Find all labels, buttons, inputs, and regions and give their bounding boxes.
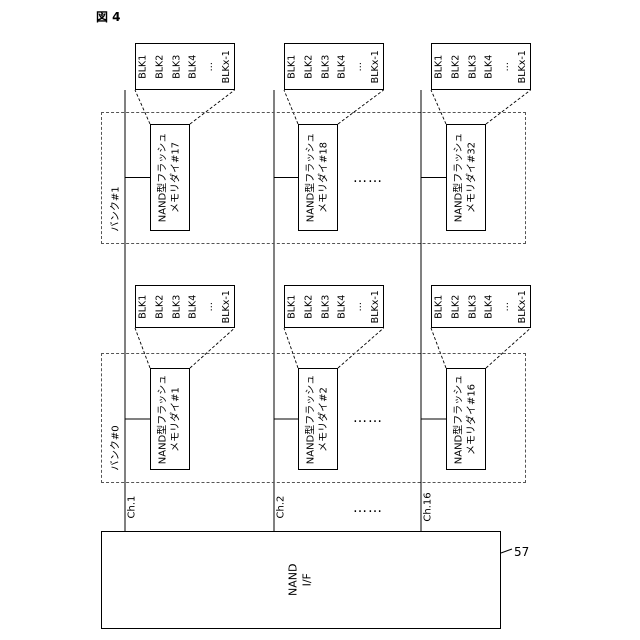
block-cell-blk2: BLK2 bbox=[304, 294, 314, 318]
nand-if-label-line2: I/F bbox=[300, 564, 314, 596]
die-label-line-2: メモリダイ#2 bbox=[318, 374, 331, 464]
die-label-line-1: NAND型フラッシュ bbox=[305, 133, 318, 223]
block-cell-blk1: BLK1 bbox=[139, 294, 149, 318]
block-cell-blk2: BLK2 bbox=[451, 294, 461, 318]
block-cell-blk4: BLK4 bbox=[484, 294, 494, 318]
block-cell-blk3: BLK3 bbox=[468, 54, 478, 78]
block-cell-blkx1: BLKx-1 bbox=[222, 50, 232, 83]
die-label-line-1: NAND型フラッシュ bbox=[305, 374, 318, 464]
block-cell-blkx1: BLKx-1 bbox=[371, 290, 381, 323]
block-cell-blk4: BLK4 bbox=[188, 54, 198, 78]
block-cell-blk1: BLK1 bbox=[288, 294, 298, 318]
block-cell-blk2: BLK2 bbox=[304, 54, 314, 78]
block-table-ch0-bank0 bbox=[135, 285, 235, 328]
die-label-ch0-bank0: NAND型フラッシュメモリダイ#1 bbox=[157, 374, 182, 464]
block-cell-blkx1: BLKx-1 bbox=[222, 290, 232, 323]
block-table-ch1-bank0 bbox=[284, 285, 384, 328]
die-label-ch1-bank1: NAND型フラッシュメモリダイ#18 bbox=[305, 133, 330, 223]
block-table-ch2-bank0 bbox=[431, 285, 531, 328]
block-cell-blk2: BLK2 bbox=[155, 294, 165, 318]
ellipsis-dots-2: …… bbox=[353, 500, 383, 516]
die-label-line-1: NAND型フラッシュ bbox=[157, 374, 170, 464]
block-table-ch2-bank1 bbox=[431, 43, 531, 90]
die-label-line-2: メモリダイ#18 bbox=[318, 133, 331, 223]
block-ellipsis: … bbox=[205, 62, 215, 72]
channel-label-2: Ch.2 bbox=[276, 496, 286, 519]
block-cell-blk3: BLK3 bbox=[172, 294, 182, 318]
reference-numeral: 57 bbox=[514, 545, 529, 559]
block-ellipsis: … bbox=[354, 302, 364, 312]
block-cell-blk4: BLK4 bbox=[337, 54, 347, 78]
block-cell-blk1: BLK1 bbox=[288, 54, 298, 78]
channel-label-3: Ch.16 bbox=[423, 492, 433, 521]
die-label-line-1: NAND型フラッシュ bbox=[157, 133, 170, 223]
channel-label-1: Ch.1 bbox=[127, 496, 137, 519]
bank-label-0: バンク#0 bbox=[111, 425, 121, 470]
block-cell-blk2: BLK2 bbox=[451, 54, 461, 78]
block-table-ch0-bank1 bbox=[135, 43, 235, 90]
block-cell-blk4: BLK4 bbox=[337, 294, 347, 318]
block-cell-blkx1: BLKx-1 bbox=[371, 50, 381, 83]
block-cell-blk4: BLK4 bbox=[188, 294, 198, 318]
die-label-line-2: メモリダイ#1 bbox=[170, 374, 183, 464]
reference-leader-line bbox=[501, 549, 512, 553]
block-ellipsis: … bbox=[501, 62, 511, 72]
ellipsis-dots-1: …… bbox=[353, 170, 383, 186]
block-ellipsis: … bbox=[501, 302, 511, 312]
block-cell-blkx1: BLKx-1 bbox=[518, 50, 528, 83]
die-label-ch2-bank0: NAND型フラッシュメモリダイ#16 bbox=[453, 374, 478, 464]
die-label-line-2: メモリダイ#16 bbox=[466, 374, 479, 464]
block-table-ch1-bank1 bbox=[284, 43, 384, 90]
block-cell-blk1: BLK1 bbox=[435, 294, 445, 318]
block-cell-blk1: BLK1 bbox=[139, 54, 149, 78]
die-label-ch1-bank0: NAND型フラッシュメモリダイ#2 bbox=[305, 374, 330, 464]
block-ellipsis: … bbox=[354, 62, 364, 72]
block-cell-blk1: BLK1 bbox=[435, 54, 445, 78]
nand-if-label: NANDI/F bbox=[286, 564, 314, 596]
bank-label-1: バンク#1 bbox=[111, 186, 121, 231]
die-label-line-1: NAND型フラッシュ bbox=[453, 374, 466, 464]
die-label-ch0-bank1: NAND型フラッシュメモリダイ#17 bbox=[157, 133, 182, 223]
block-cell-blkx1: BLKx-1 bbox=[518, 290, 528, 323]
block-cell-blk4: BLK4 bbox=[484, 54, 494, 78]
block-cell-blk3: BLK3 bbox=[172, 54, 182, 78]
die-label-ch2-bank1: NAND型フラッシュメモリダイ#32 bbox=[453, 133, 478, 223]
block-cell-blk2: BLK2 bbox=[155, 54, 165, 78]
block-cell-blk3: BLK3 bbox=[321, 294, 331, 318]
die-label-line-2: メモリダイ#17 bbox=[170, 133, 183, 223]
block-cell-blk3: BLK3 bbox=[468, 294, 478, 318]
block-ellipsis: … bbox=[205, 302, 215, 312]
block-cell-blk3: BLK3 bbox=[321, 54, 331, 78]
ellipsis-dots-0: …… bbox=[353, 410, 383, 426]
die-label-line-2: メモリダイ#32 bbox=[466, 133, 479, 223]
nand-if-label-line1: NAND bbox=[286, 564, 300, 596]
die-label-line-1: NAND型フラッシュ bbox=[453, 133, 466, 223]
